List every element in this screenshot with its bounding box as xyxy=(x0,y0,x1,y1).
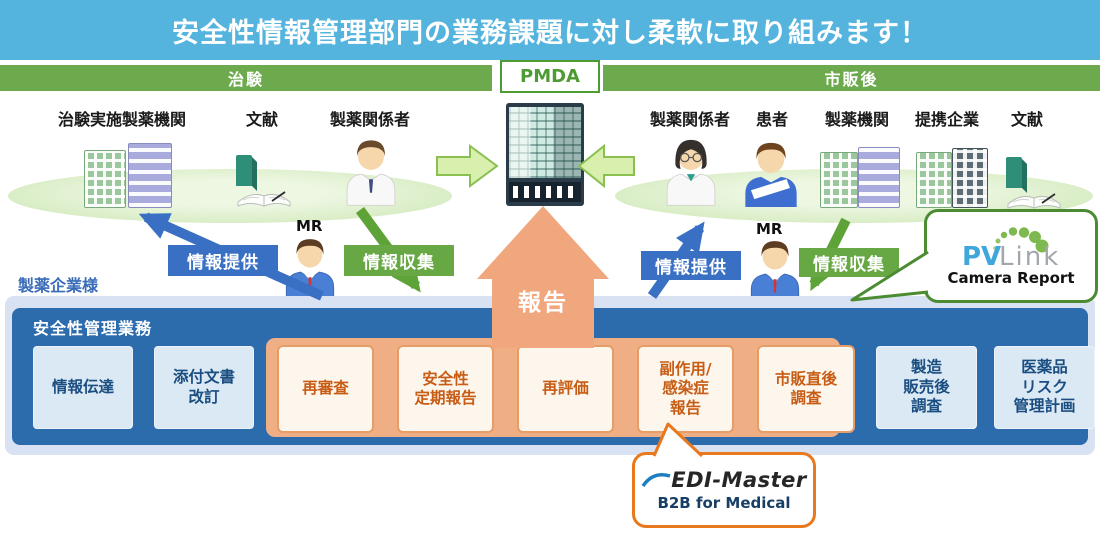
edi-logo-text: EDI-Master xyxy=(671,468,807,492)
building-icon xyxy=(820,152,858,208)
mr-label-right: MR xyxy=(756,220,783,238)
mr-label-left: MR xyxy=(296,217,323,235)
label-patient: 患者 xyxy=(755,110,789,129)
section-bar-clinical: 治験 xyxy=(0,65,492,91)
mr-person-icon xyxy=(750,241,800,304)
edi-callout: EDI-Master B2B for Medical xyxy=(632,452,816,528)
pmda-building-icon xyxy=(506,103,584,206)
label-literature-right: 文献 xyxy=(1010,110,1044,129)
doctor-male-icon xyxy=(346,140,396,206)
edi-swoosh-icon xyxy=(641,473,671,488)
label-pharma-person-left: 製薬関係者 xyxy=(329,110,411,129)
collect-label-right: 情報収集 xyxy=(799,248,899,277)
label-trial-pharma-org: 治験実施製薬機関 xyxy=(57,110,187,129)
section-pmda-badge: PMDA xyxy=(500,60,600,93)
section-bar-postmarketing: 市販後 xyxy=(603,65,1100,91)
patient-icon xyxy=(745,142,797,207)
task-adverse-reaction-report: 副作用/ 感染症 報告 xyxy=(637,345,734,433)
books-icon xyxy=(1006,157,1061,209)
pvlink-logo: PV Link xyxy=(962,226,1060,268)
pmda-building-base xyxy=(509,182,581,202)
collect-label-left: 情報収集 xyxy=(344,245,454,276)
safety-management-title: 安全性管理業務 xyxy=(33,319,153,338)
pvlink-dots xyxy=(993,226,1049,252)
label-pharma-org: 製薬機関 xyxy=(824,110,890,129)
pvlink-logo-link: Link xyxy=(999,242,1060,268)
task-reevaluation: 再評価 xyxy=(517,345,614,433)
label-pharma-person-right: 製薬関係者 xyxy=(649,110,731,129)
label-literature-left: 文献 xyxy=(245,110,279,129)
building-icon xyxy=(916,152,952,208)
task-early-postmarketing-survey: 市販直後 調査 xyxy=(757,345,855,433)
task-reexamination: 再審査 xyxy=(277,345,374,433)
arrow-into-pmda-left xyxy=(436,144,499,188)
company-label: 製薬企業様 xyxy=(18,276,99,295)
doctor-female-icon xyxy=(666,139,716,206)
mr-person-icon xyxy=(285,239,335,302)
task-risk-management-plan: 医薬品 リスク 管理計画 xyxy=(994,346,1095,429)
provide-label-right: 情報提供 xyxy=(641,251,741,280)
pvlink-caption: Camera Report xyxy=(947,268,1075,287)
arrow-into-pmda-right xyxy=(577,143,635,189)
building-icon xyxy=(128,143,172,208)
label-partner-company: 提携企業 xyxy=(914,110,980,129)
pmda-building-glass xyxy=(509,107,581,178)
building-icon xyxy=(858,147,900,208)
report-label: 報告 xyxy=(518,290,568,316)
provide-label-left: 情報提供 xyxy=(168,245,278,276)
task-periodic-safety-report: 安全性 定期報告 xyxy=(397,345,494,433)
building-icon xyxy=(952,148,988,208)
books-icon xyxy=(236,155,291,207)
pvlink-callout: PV Link Camera Report xyxy=(924,209,1098,303)
building-icon xyxy=(84,150,126,208)
banner-title: 安全性情報管理部門の業務課題に対し柔軟に取り組みます！ xyxy=(0,0,1100,60)
pvlink-logo-pv: PV xyxy=(962,242,1001,268)
task-package-insert-revision: 添付文書 改訂 xyxy=(154,346,254,429)
edi-caption: B2B for Medical xyxy=(657,494,791,512)
task-information-transfer: 情報伝達 xyxy=(33,346,133,429)
task-postmarketing-survey: 製造 販売後 調査 xyxy=(876,346,977,429)
